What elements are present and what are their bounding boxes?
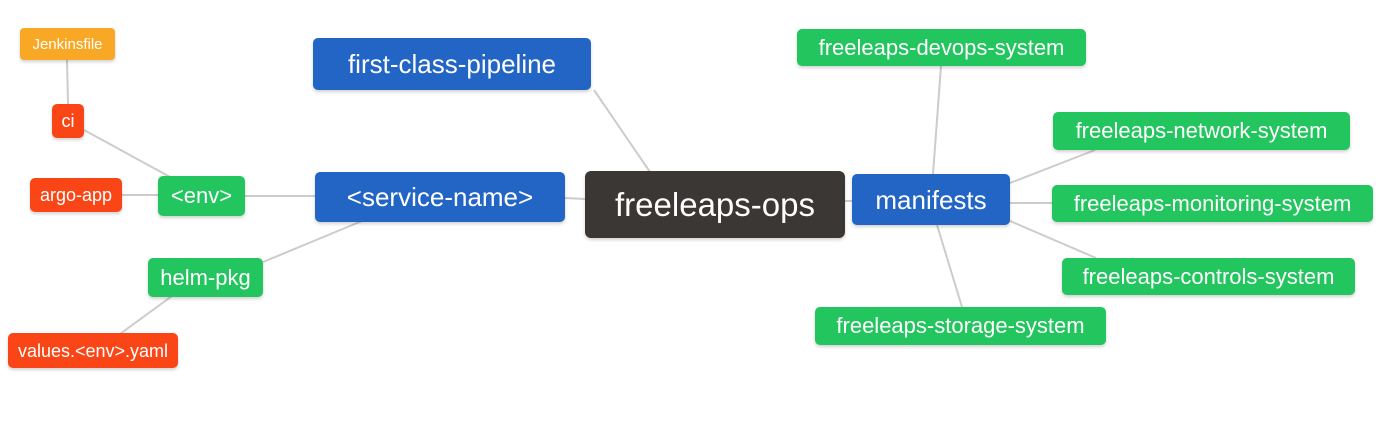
edge-manifests-network <box>1009 149 1096 184</box>
node-freeleaps-storage-system[interactable]: freeleaps-storage-system <box>815 307 1106 345</box>
node-helm-pkg[interactable]: helm-pkg <box>148 258 263 297</box>
node-service-name[interactable]: <service-name> <box>315 172 565 222</box>
node-manifests[interactable]: manifests <box>852 174 1010 225</box>
edge-ci-env <box>83 129 173 179</box>
edge-values-helm-pkg <box>119 295 173 335</box>
node-freeleaps-network-system[interactable]: freeleaps-network-system <box>1053 112 1350 150</box>
edge-jenkinsfile-ci <box>66 59 69 105</box>
node-freeleaps-devops-system[interactable]: freeleaps-devops-system <box>797 29 1086 66</box>
node-ci[interactable]: ci <box>52 104 84 138</box>
node-values-env-yaml[interactable]: values.<env>.yaml <box>8 333 178 368</box>
edge-manifests-storage <box>936 224 963 308</box>
edge-manifests-devops <box>932 65 942 175</box>
node-freeleaps-ops[interactable]: freeleaps-ops <box>585 171 845 238</box>
node-argo-app[interactable]: argo-app <box>30 178 122 212</box>
node-jenkinsfile[interactable]: Jenkinsfile <box>20 28 115 60</box>
edge-pipeline-freeleaps-ops <box>593 89 651 173</box>
node-first-class-pipeline[interactable]: first-class-pipeline <box>313 38 591 90</box>
node-env[interactable]: <env> <box>158 176 245 216</box>
edge-service-name-freeleaps-ops <box>564 197 586 200</box>
node-freeleaps-monitoring-system[interactable]: freeleaps-monitoring-system <box>1052 185 1373 222</box>
edge-helm-pkg-service-name <box>262 220 363 263</box>
node-freeleaps-controls-system[interactable]: freeleaps-controls-system <box>1062 258 1355 295</box>
edge-manifests-controls <box>1009 220 1097 259</box>
